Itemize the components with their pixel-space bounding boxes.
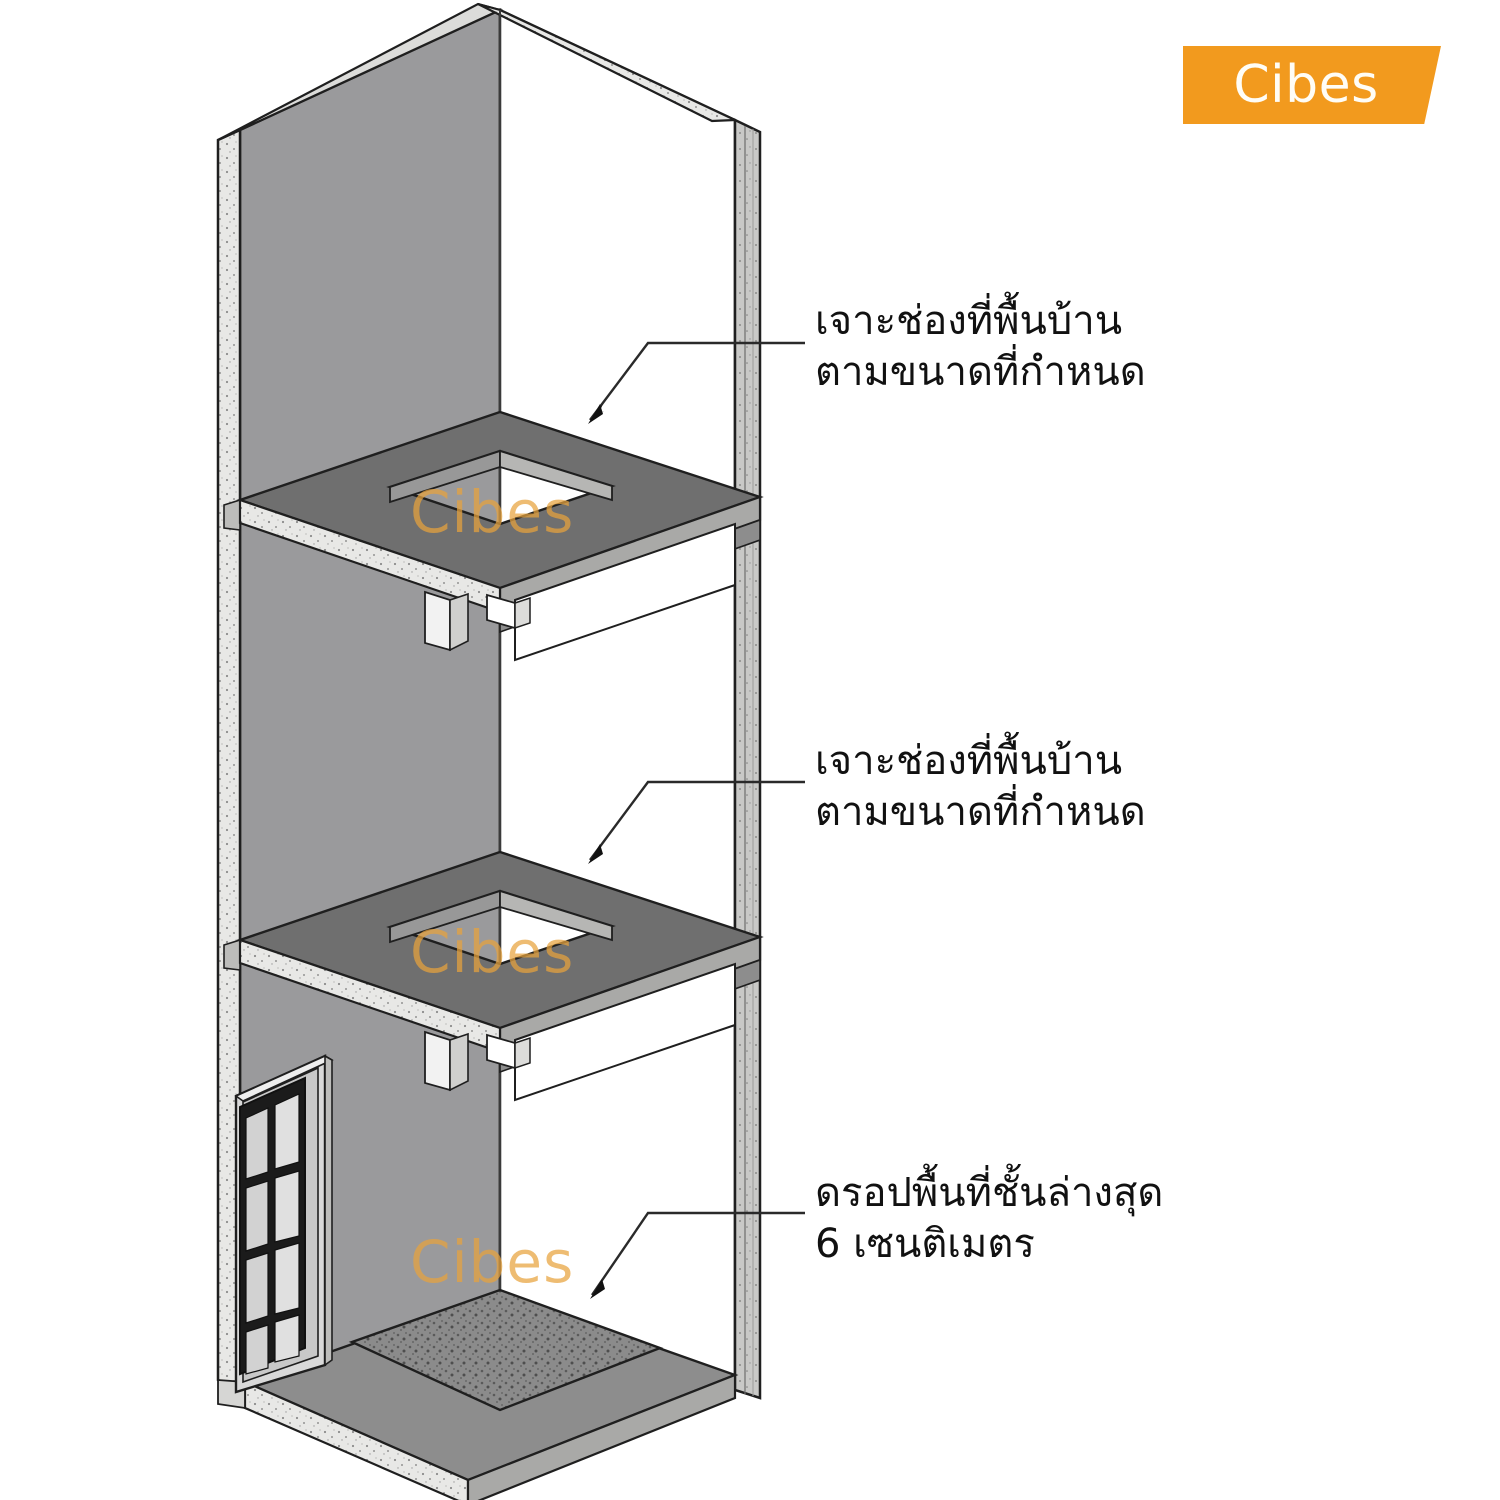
leader-line-1 (588, 341, 805, 424)
upper-floor-slab (223, 410, 764, 662)
annotation-bottom-floor-pit-drop: ดรอปพื้นที่ชั้นล่างสุด 6 เซนติเมตร (815, 1170, 1164, 1268)
cibes-logo: Cibes (1183, 46, 1441, 124)
door-pane (245, 1180, 269, 1252)
right-wall (498, 8, 737, 1457)
lift-pit-recess (348, 1288, 664, 1412)
door-pane (274, 1093, 300, 1170)
leader-line-3 (590, 1211, 805, 1299)
door-pane (245, 1252, 269, 1324)
middle-floor-slab (223, 850, 764, 1102)
door-pane (274, 1314, 300, 1363)
lift-door[interactable] (234, 1054, 334, 1394)
door-pane (274, 1242, 300, 1315)
top-wall-edge-right (477, 2, 736, 123)
bottom-floor-slab (217, 1288, 739, 1500)
annotation-middle-floor-opening: เจาะช่องที่พื้นบ้าน ตามขนาดที่กำหนด (815, 738, 1146, 836)
slab-support-beam-left (424, 590, 451, 652)
annotation-upper-floor-opening: เจาะช่องที่พื้นบ้าน ตามขนาดที่กำหนด (815, 298, 1146, 396)
slab-support-beam-left (424, 1030, 451, 1092)
door-pane (245, 1324, 269, 1375)
door-pane (245, 1107, 269, 1180)
leader-line-2 (588, 780, 805, 864)
right-wall-edge-post (733, 118, 762, 1400)
door-pane (274, 1170, 300, 1243)
logo-background-shape (1183, 46, 1441, 124)
logo-wordmark: Cibes (1233, 55, 1379, 115)
